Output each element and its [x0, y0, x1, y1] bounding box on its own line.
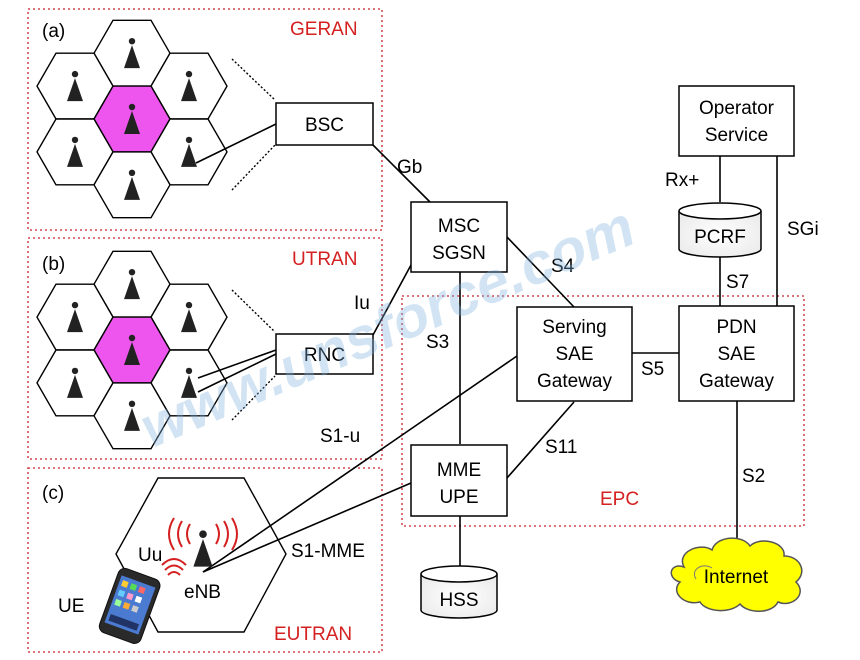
epc-region [401, 295, 805, 527]
geran-fan-top [231, 58, 276, 101]
pcrf-label: PCRF [694, 227, 746, 248]
pdn-gateway-line3: Gateway [699, 371, 774, 392]
link-s1u [202, 355, 518, 573]
s7-interface-label: S7 [726, 272, 749, 293]
mme-label: MME [437, 460, 481, 481]
mme-upe-box [410, 444, 508, 517]
eutran-cell-hexagon [115, 477, 287, 633]
utran-fan-top [231, 289, 276, 333]
service-label: Service [705, 125, 768, 146]
ue-smartphone-icon [98, 567, 161, 644]
msc-sgsn-box [410, 201, 508, 273]
hss-database-icon [420, 565, 498, 619]
link-bts-bsc [195, 123, 277, 164]
link-s4 [506, 236, 575, 308]
s4-interface-label: S4 [551, 256, 575, 277]
sgsn-label: SGSN [432, 243, 486, 264]
panel-label-b: (b) [42, 254, 65, 275]
utran-label: UTRAN [292, 249, 357, 270]
enb-antenna-icon [193, 530, 213, 567]
internet-label: Internet [704, 567, 769, 588]
gb-interface-label: Gb [397, 157, 422, 178]
uu-label: Uu [138, 545, 162, 566]
s5-interface-label: S5 [641, 359, 664, 380]
s11-interface-label: S11 [545, 437, 577, 458]
pdn-gateway-line1: PDN [716, 317, 756, 338]
msc-label: MSC [438, 216, 480, 237]
ue-label: UE [58, 596, 84, 617]
s2-interface-label: S2 [742, 466, 765, 487]
geran-region [27, 8, 383, 231]
bsc-label: BSC [305, 115, 344, 136]
serving-gateway-line3: Gateway [537, 371, 612, 392]
serving-gateway-line1: Serving [542, 317, 606, 338]
utran-cell-cluster [36, 250, 228, 450]
s3-interface-label: S3 [426, 332, 449, 353]
pdn-gateway-box [678, 305, 795, 402]
pcrf-database-icon [678, 202, 762, 258]
operator-service-box [678, 85, 795, 157]
s1u-interface-label: S1-u [320, 426, 360, 447]
link-s1mme [202, 482, 412, 573]
geran-label: GERAN [290, 19, 358, 40]
enb-radio-waves-icon [161, 517, 238, 576]
geran-cell-cluster [36, 19, 228, 219]
geran-fan-bottom [231, 144, 276, 191]
internet-cloud-icon [670, 537, 803, 612]
operator-label: Operator [699, 98, 775, 119]
link-s11 [506, 401, 575, 479]
bsc-box [275, 102, 374, 146]
eutran-label: EUTRAN [274, 624, 352, 645]
enb-label: eNB [184, 582, 221, 603]
rnc-box [275, 333, 374, 375]
iu-interface-label: Iu [354, 293, 370, 314]
panel-label-c: (c) [42, 483, 64, 504]
hss-label: HSS [439, 590, 478, 611]
eutran-region [27, 467, 383, 653]
link-nodeb-rnc-1 [197, 353, 277, 393]
epc-label: EPC [600, 489, 639, 510]
rnc-label: RNC [304, 345, 345, 366]
pdn-gateway-line2: SAE [717, 344, 755, 365]
serving-gateway-line2: SAE [555, 344, 593, 365]
rx-interface-label: Rx+ [665, 170, 699, 191]
link-gb [372, 144, 431, 203]
serving-gateway-box [516, 306, 633, 402]
upe-label: UPE [439, 487, 478, 508]
panel-label-a: (a) [42, 21, 65, 42]
sgi-interface-label: SGi [787, 219, 819, 240]
link-nodeb-rnc-2 [197, 349, 277, 379]
s1mme-interface-label: S1-MME [291, 541, 365, 562]
utran-region [27, 237, 383, 460]
